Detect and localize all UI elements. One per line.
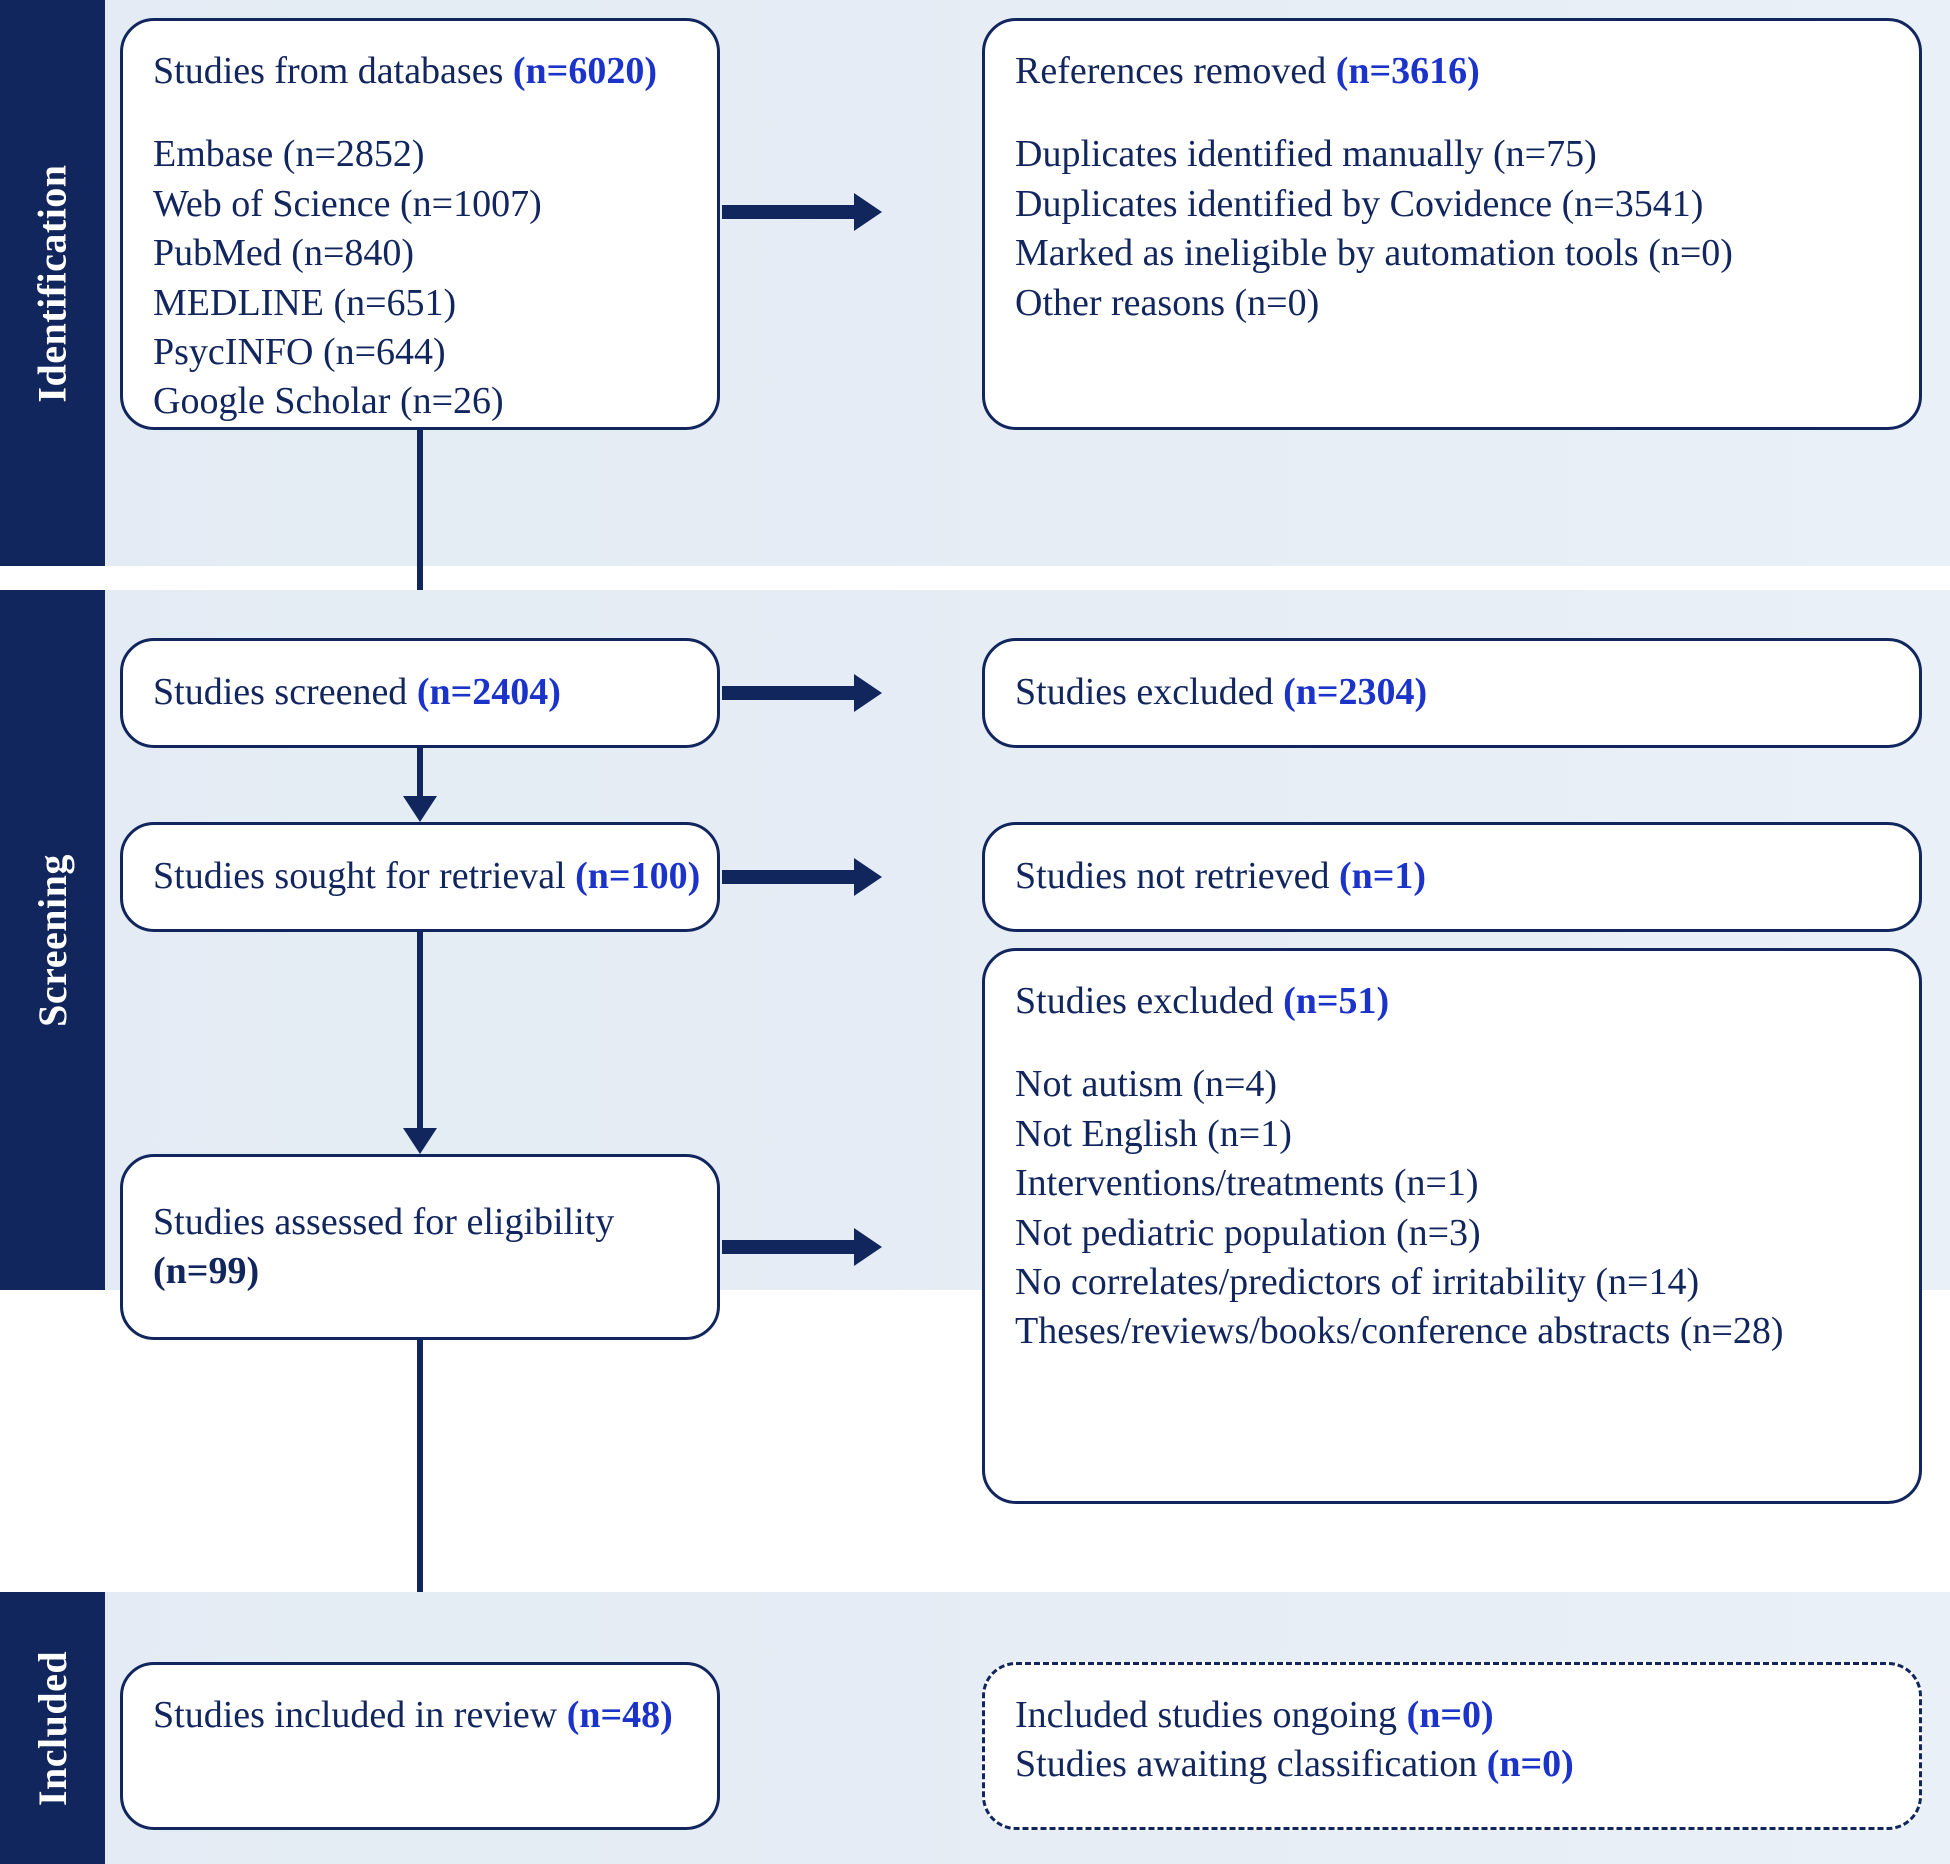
- removal-reason-duplicates-manual: Duplicates identified manually (n=75): [1015, 133, 1597, 176]
- stage-label-included-text: Included: [30, 1650, 76, 1806]
- exclusion-reason-not-english: Not English (n=1): [1015, 1112, 1292, 1155]
- arrow-head: [854, 858, 882, 896]
- database-source-pubmed: PubMed (n=840): [153, 232, 415, 275]
- databases-title: Studies from databases (n=6020): [153, 47, 687, 96]
- excluded-screening-count: (n=2304): [1283, 671, 1428, 714]
- included-review-text: Studies included in review: [153, 1694, 567, 1736]
- spacer: [1015, 1026, 1889, 1060]
- box-studies-assessed-for-eligibility[interactable]: Studies assessed for eligibility (n=99): [120, 1154, 720, 1340]
- spacer: [153, 96, 687, 130]
- included-review-count: (n=48): [566, 1694, 673, 1736]
- excluded-screening-text: Studies excluded: [1015, 671, 1284, 714]
- arrow-screened-to-excluded: [722, 673, 882, 713]
- box-studies-included-in-review[interactable]: Studies included in review (n=48): [120, 1662, 720, 1830]
- arrow-head: [403, 796, 437, 822]
- arrow-databases-to-references-removed: [722, 192, 882, 232]
- database-source-medline: MEDLINE (n=651): [153, 281, 457, 324]
- included-review-title: Studies included in review (n=48): [153, 1691, 687, 1740]
- arrow-shaft: [722, 870, 854, 884]
- box-ongoing-and-awaiting-classification[interactable]: Included studies ongoing (n=0) Studies a…: [982, 1662, 1922, 1830]
- references-removed-title-count: (n=3616): [1335, 50, 1480, 92]
- stage-label-identification-text: Identification: [30, 163, 75, 403]
- arrow-assessed-to-excluded-eligibility: [722, 1227, 882, 1267]
- databases-title-text: Studies from databases: [153, 50, 513, 92]
- box-studies-excluded-screening[interactable]: Studies excluded (n=2304): [982, 638, 1922, 748]
- exclusion-reason-not-autism: Not autism (n=4): [1015, 1063, 1278, 1106]
- exclusion-reason-no-correlates: No correlates/predictors of irritability…: [1015, 1260, 1700, 1303]
- arrow-sought-to-assessed-eligibility: [400, 932, 440, 1154]
- exclusion-reason-theses-reviews: Theses/reviews/books/conference abstract…: [1015, 1310, 1784, 1353]
- removal-reason-duplicates-covidence: Duplicates identified by Covidence (n=35…: [1015, 182, 1704, 225]
- excluded-eligibility-count: (n=51): [1283, 980, 1390, 1022]
- sought-retrieval-text: Studies sought for retrieval: [153, 855, 576, 898]
- excluded-eligibility-text: Studies excluded: [1015, 980, 1284, 1022]
- databases-title-count: (n=6020): [512, 50, 657, 92]
- exclusion-reason-interventions: Interventions/treatments (n=1): [1015, 1162, 1479, 1205]
- box-studies-screened[interactable]: Studies screened (n=2404): [120, 638, 720, 748]
- database-source-embase: Embase (n=2852): [153, 133, 425, 176]
- database-source-psycinfo: PsycINFO (n=644): [153, 330, 446, 373]
- not-retrieved-text: Studies not retrieved: [1015, 855, 1339, 898]
- not-retrieved-title: Studies not retrieved (n=1): [1015, 852, 1426, 901]
- box-studies-not-retrieved[interactable]: Studies not retrieved (n=1): [982, 822, 1922, 932]
- excluded-screening-title: Studies excluded (n=2304): [1015, 668, 1427, 717]
- arrow-sought-to-not-retrieved: [722, 857, 882, 897]
- assessed-eligibility-title: Studies assessed for eligibility: [153, 1200, 615, 1243]
- spacer: [1015, 96, 1889, 130]
- arrow-head: [854, 193, 882, 231]
- sought-retrieval-count: (n=100): [575, 855, 701, 898]
- arrow-screened-to-sought-retrieval: [400, 748, 440, 822]
- arrow-shaft: [417, 748, 423, 798]
- arrow-shaft: [417, 1340, 423, 1636]
- arrow-shaft: [722, 1240, 854, 1254]
- box-references-removed[interactable]: References removed (n=3616) Duplicates i…: [982, 18, 1922, 430]
- studies-awaiting-classification-text: Studies awaiting classification: [1015, 1743, 1487, 1786]
- removal-reason-other: Other reasons (n=0): [1015, 281, 1320, 324]
- studies-screened-text: Studies screened: [153, 671, 417, 714]
- studies-awaiting-classification-count: (n=0): [1486, 1743, 1574, 1786]
- removal-reason-ineligible-automation: Marked as ineligible by automation tools…: [1015, 232, 1733, 275]
- arrow-shaft: [417, 430, 423, 612]
- references-removed-title-text: References removed: [1015, 50, 1336, 92]
- arrow-shaft: [417, 932, 423, 1128]
- included-studies-ongoing-text: Included studies ongoing: [1015, 1694, 1407, 1736]
- arrow-head: [854, 674, 882, 712]
- sought-retrieval-title: Studies sought for retrieval (n=100): [153, 852, 700, 901]
- references-removed-title: References removed (n=3616): [1015, 47, 1889, 96]
- included-studies-ongoing: Included studies ongoing (n=0): [1015, 1691, 1889, 1740]
- stage-label-included: Included: [0, 1592, 105, 1864]
- studies-awaiting-classification: Studies awaiting classification (n=0): [1015, 1740, 1889, 1789]
- excluded-eligibility-title: Studies excluded (n=51): [1015, 977, 1889, 1026]
- not-retrieved-count: (n=1): [1338, 855, 1427, 898]
- arrow-head: [403, 1128, 437, 1154]
- box-studies-from-databases[interactable]: Studies from databases (n=6020) Embase (…: [120, 18, 720, 430]
- arrow-shaft: [722, 205, 854, 219]
- exclusion-reason-not-pediatric: Not pediatric population (n=3): [1015, 1211, 1481, 1254]
- assessed-eligibility-count: (n=99): [153, 1250, 260, 1292]
- included-studies-ongoing-count: (n=0): [1406, 1694, 1494, 1736]
- studies-screened-title: Studies screened (n=2404): [153, 668, 561, 717]
- box-studies-sought-for-retrieval[interactable]: Studies sought for retrieval (n=100): [120, 822, 720, 932]
- arrow-shaft: [722, 686, 854, 700]
- box-studies-excluded-eligibility[interactable]: Studies excluded (n=51) Not autism (n=4)…: [982, 948, 1922, 1504]
- arrow-head: [854, 1228, 882, 1266]
- stage-label-identification: Identification: [0, 0, 105, 566]
- stage-label-screening-text: Screening: [30, 853, 75, 1027]
- database-source-google-scholar: Google Scholar (n=26): [153, 380, 504, 423]
- studies-screened-count: (n=2404): [416, 671, 561, 714]
- stage-label-screening: Screening: [0, 590, 105, 1290]
- database-source-web-of-science: Web of Science (n=1007): [153, 182, 542, 225]
